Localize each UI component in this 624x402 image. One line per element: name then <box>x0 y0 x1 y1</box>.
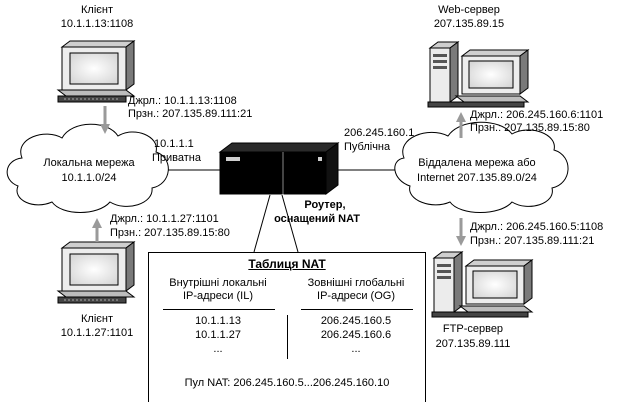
ftp-server-destination: Прзн.: 207.135.89.111:21 <box>470 235 595 247</box>
router-top-face <box>218 142 340 153</box>
ftp-server-title: FTP-сервер <box>442 323 504 335</box>
local-network-subnet: 10.1.1.0/24 <box>61 172 117 184</box>
nat-internal-row: ... <box>213 343 223 355</box>
nat-internal-row: 10.1.1.27 <box>195 329 241 341</box>
remote-network-subnet: Internet 207.135.89.0/24 <box>417 172 537 184</box>
nat-internal-row: 10.1.1.13 <box>195 315 241 327</box>
client-bottom-title: Клієнт <box>81 313 113 325</box>
local-network-cloud <box>6 123 169 213</box>
router-title-line1: Роутер, <box>304 199 346 211</box>
flow-arrows <box>92 106 466 246</box>
router-power-led <box>318 157 322 161</box>
router-side-face <box>325 142 339 195</box>
nat-pool: Пул NAT: 206.245.160.5...206.245.160.10 <box>184 377 390 389</box>
arrow-up-client-bottom <box>92 218 102 242</box>
web-server-address: 207.135.89.15 <box>433 18 505 30</box>
nat-external-row: 206.245.160.6 <box>320 329 392 341</box>
nat-col-external-line1: Зовнішні глобальні <box>307 277 405 289</box>
arrow-down-client-top <box>100 106 110 134</box>
nat-col-external-line2: IP-адреси (OG) <box>317 290 395 302</box>
ftp-server-source: Джрл.: 206.245.160.5:1108 <box>470 221 604 233</box>
client-top-destination: Прзн.: 207.135.89.111:21 <box>128 108 253 120</box>
nat-header-rule-right <box>301 309 413 310</box>
nat-router <box>218 142 340 195</box>
nat-external-row: 206.245.160.5 <box>320 315 392 327</box>
nat-column-divider <box>287 315 288 359</box>
web-server-source: Джрл.: 206.245.160.6:1101 <box>470 109 604 121</box>
nat-external-row: ... <box>351 343 361 355</box>
router-private-label: Приватна <box>152 152 201 164</box>
local-network-name: Локальна мережа <box>43 157 135 169</box>
ftp-server-address: 207.135.89.111 <box>435 338 511 350</box>
link-router-nat-left <box>253 194 271 253</box>
web-server-destination: Прзн.: 207.135.89.15:80 <box>470 122 590 134</box>
router-title-line2: оснащений NAT <box>274 213 360 225</box>
arrow-up-web-server <box>456 112 466 138</box>
router-public-ip: 206.245.160.1 <box>344 127 415 139</box>
nat-table-title: Таблиця NAT <box>248 257 326 271</box>
router-public-label: Публічна <box>344 141 391 153</box>
web-server-icon <box>427 41 530 108</box>
arrow-down-ftp-server <box>456 218 466 246</box>
nat-col-internal-line1: Внутрішні локальні <box>169 277 267 289</box>
client-top-title: Клієнт <box>81 4 113 16</box>
router-status-leds <box>226 157 240 161</box>
ftp-server-icon <box>431 251 534 318</box>
router-private-ip: 10.1.1.1 <box>154 138 194 150</box>
client-top-address: 10.1.1.13:1108 <box>60 18 134 30</box>
client-bottom-address: 10.1.1.27:1101 <box>60 327 134 339</box>
nat-header-rule-left <box>163 309 275 310</box>
client-top-computer-icon <box>56 40 136 103</box>
network-links <box>148 169 396 253</box>
remote-network-name: Віддалена мережа або <box>418 157 536 169</box>
client-bottom-source: Джрл.: 10.1.1.27:1101 <box>110 213 219 225</box>
client-bottom-destination: Прзн.: 207.135.89.15:80 <box>110 227 230 239</box>
client-bottom-computer-icon <box>56 241 136 304</box>
web-server-title: Web-сервер <box>438 4 500 16</box>
link-router-nat-right <box>281 194 299 253</box>
nat-table: Таблиця NAT Внутрішні локальні IP-адреси… <box>148 252 426 402</box>
client-top-source: Джрл.: 10.1.1.13:1108 <box>128 95 237 107</box>
nat-col-internal-line2: IP-адреси (IL) <box>182 290 254 302</box>
